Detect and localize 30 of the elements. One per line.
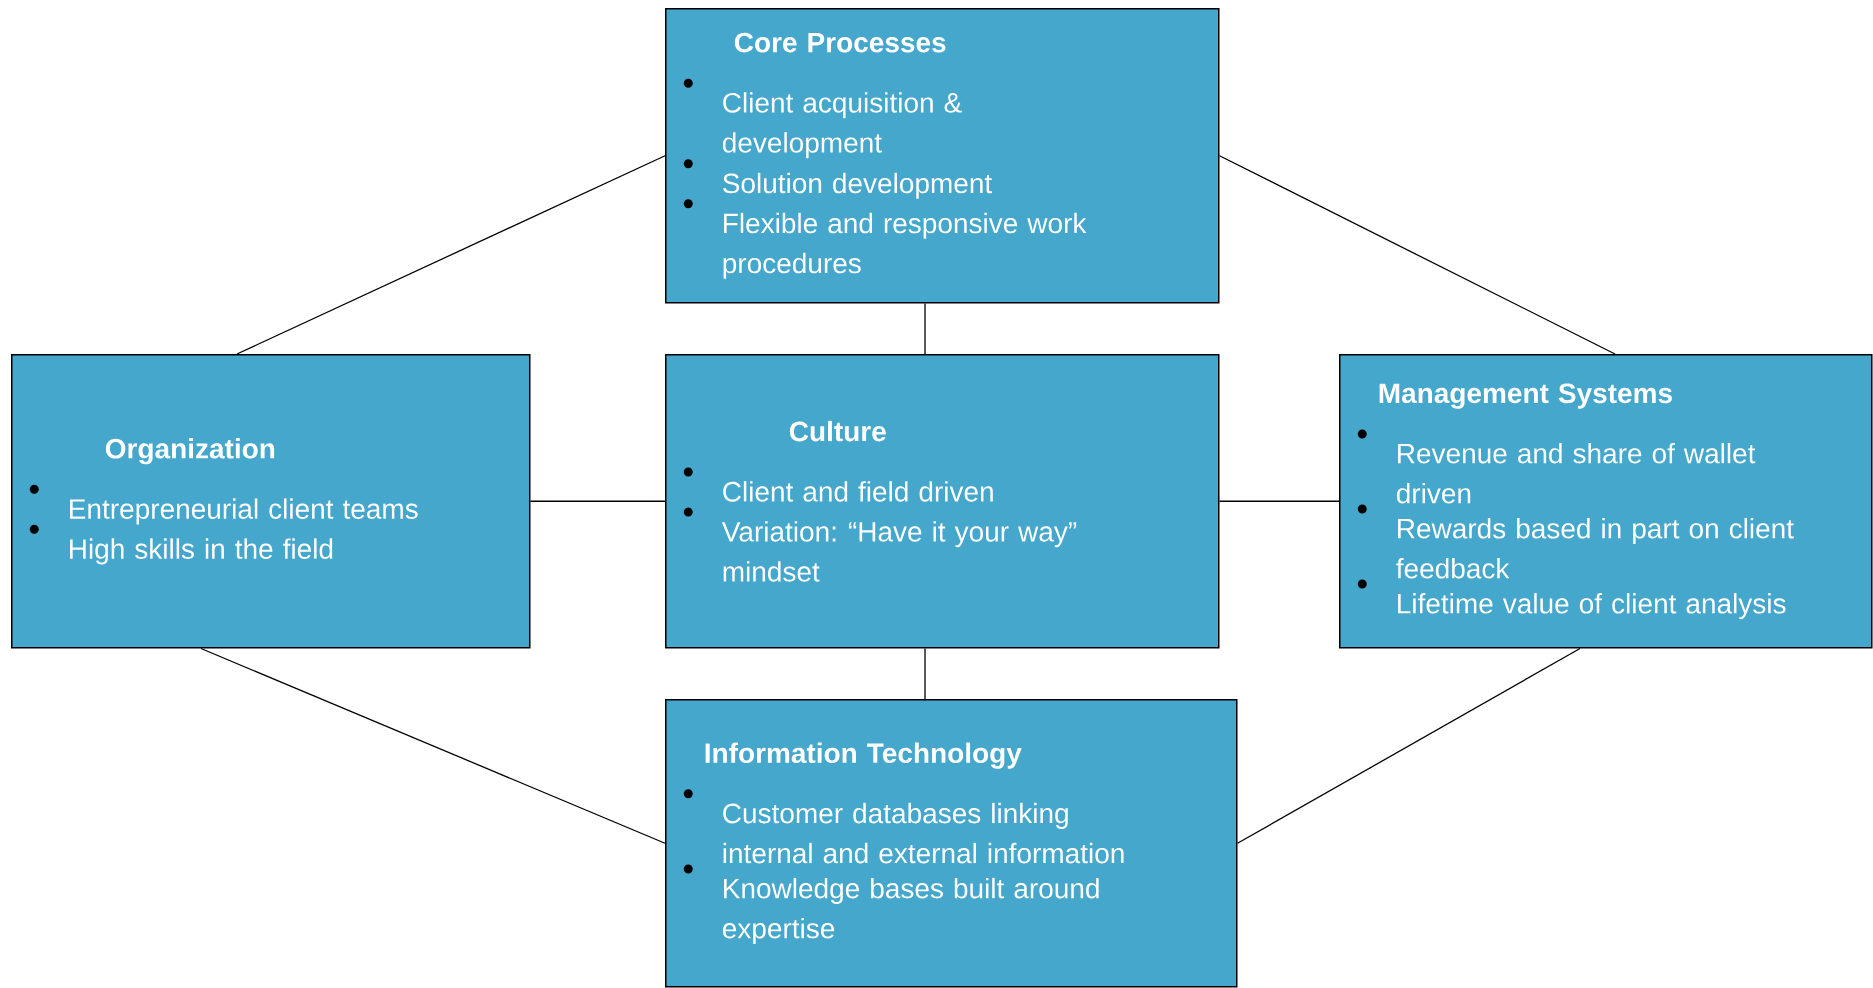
box-heading: Core Processes xyxy=(734,32,946,53)
bullet-text: Client acquisition & development xyxy=(722,92,962,159)
box-heading: Management Systems xyxy=(1379,383,1672,409)
box-heading: Organization xyxy=(105,438,275,465)
process-box xyxy=(665,699,1238,988)
bullet-text: Variation: “Have it your way” mindset xyxy=(721,521,1077,582)
connector-line xyxy=(1218,155,1616,355)
box-heading: Information Technology xyxy=(705,742,1022,769)
process-box xyxy=(665,354,1220,649)
process-box xyxy=(11,354,531,649)
bullet-text: Flexible and responsive work procedures xyxy=(723,212,1087,279)
bullet-text: Entrepreneurial client teams xyxy=(70,498,418,525)
bullet-text: Client and field driven xyxy=(723,481,993,502)
bullet-text: Customer databases linking internal and external information xyxy=(723,802,1124,864)
bullet-text: Rewards based in part on client feedback xyxy=(1396,518,1794,579)
connector-line xyxy=(529,500,666,502)
connector-line xyxy=(236,155,666,355)
bullet-text: Solution development xyxy=(723,172,992,199)
connector-line xyxy=(924,647,926,700)
connector-line xyxy=(1218,500,1340,502)
bullet-text: Knowledge bases built around expertise xyxy=(722,877,1099,944)
box-heading: Culture xyxy=(789,420,886,442)
process-box xyxy=(1339,354,1873,649)
bullet-text: High skills in the field xyxy=(70,538,333,565)
bullet-text: Lifetime value of client analysis xyxy=(1398,593,1786,620)
connector-line xyxy=(1236,647,1581,844)
bullet-text: Revenue and share of wallet driven xyxy=(1396,442,1756,504)
process-box xyxy=(665,8,1220,304)
connector-line xyxy=(200,647,666,844)
connector-line xyxy=(924,302,926,355)
